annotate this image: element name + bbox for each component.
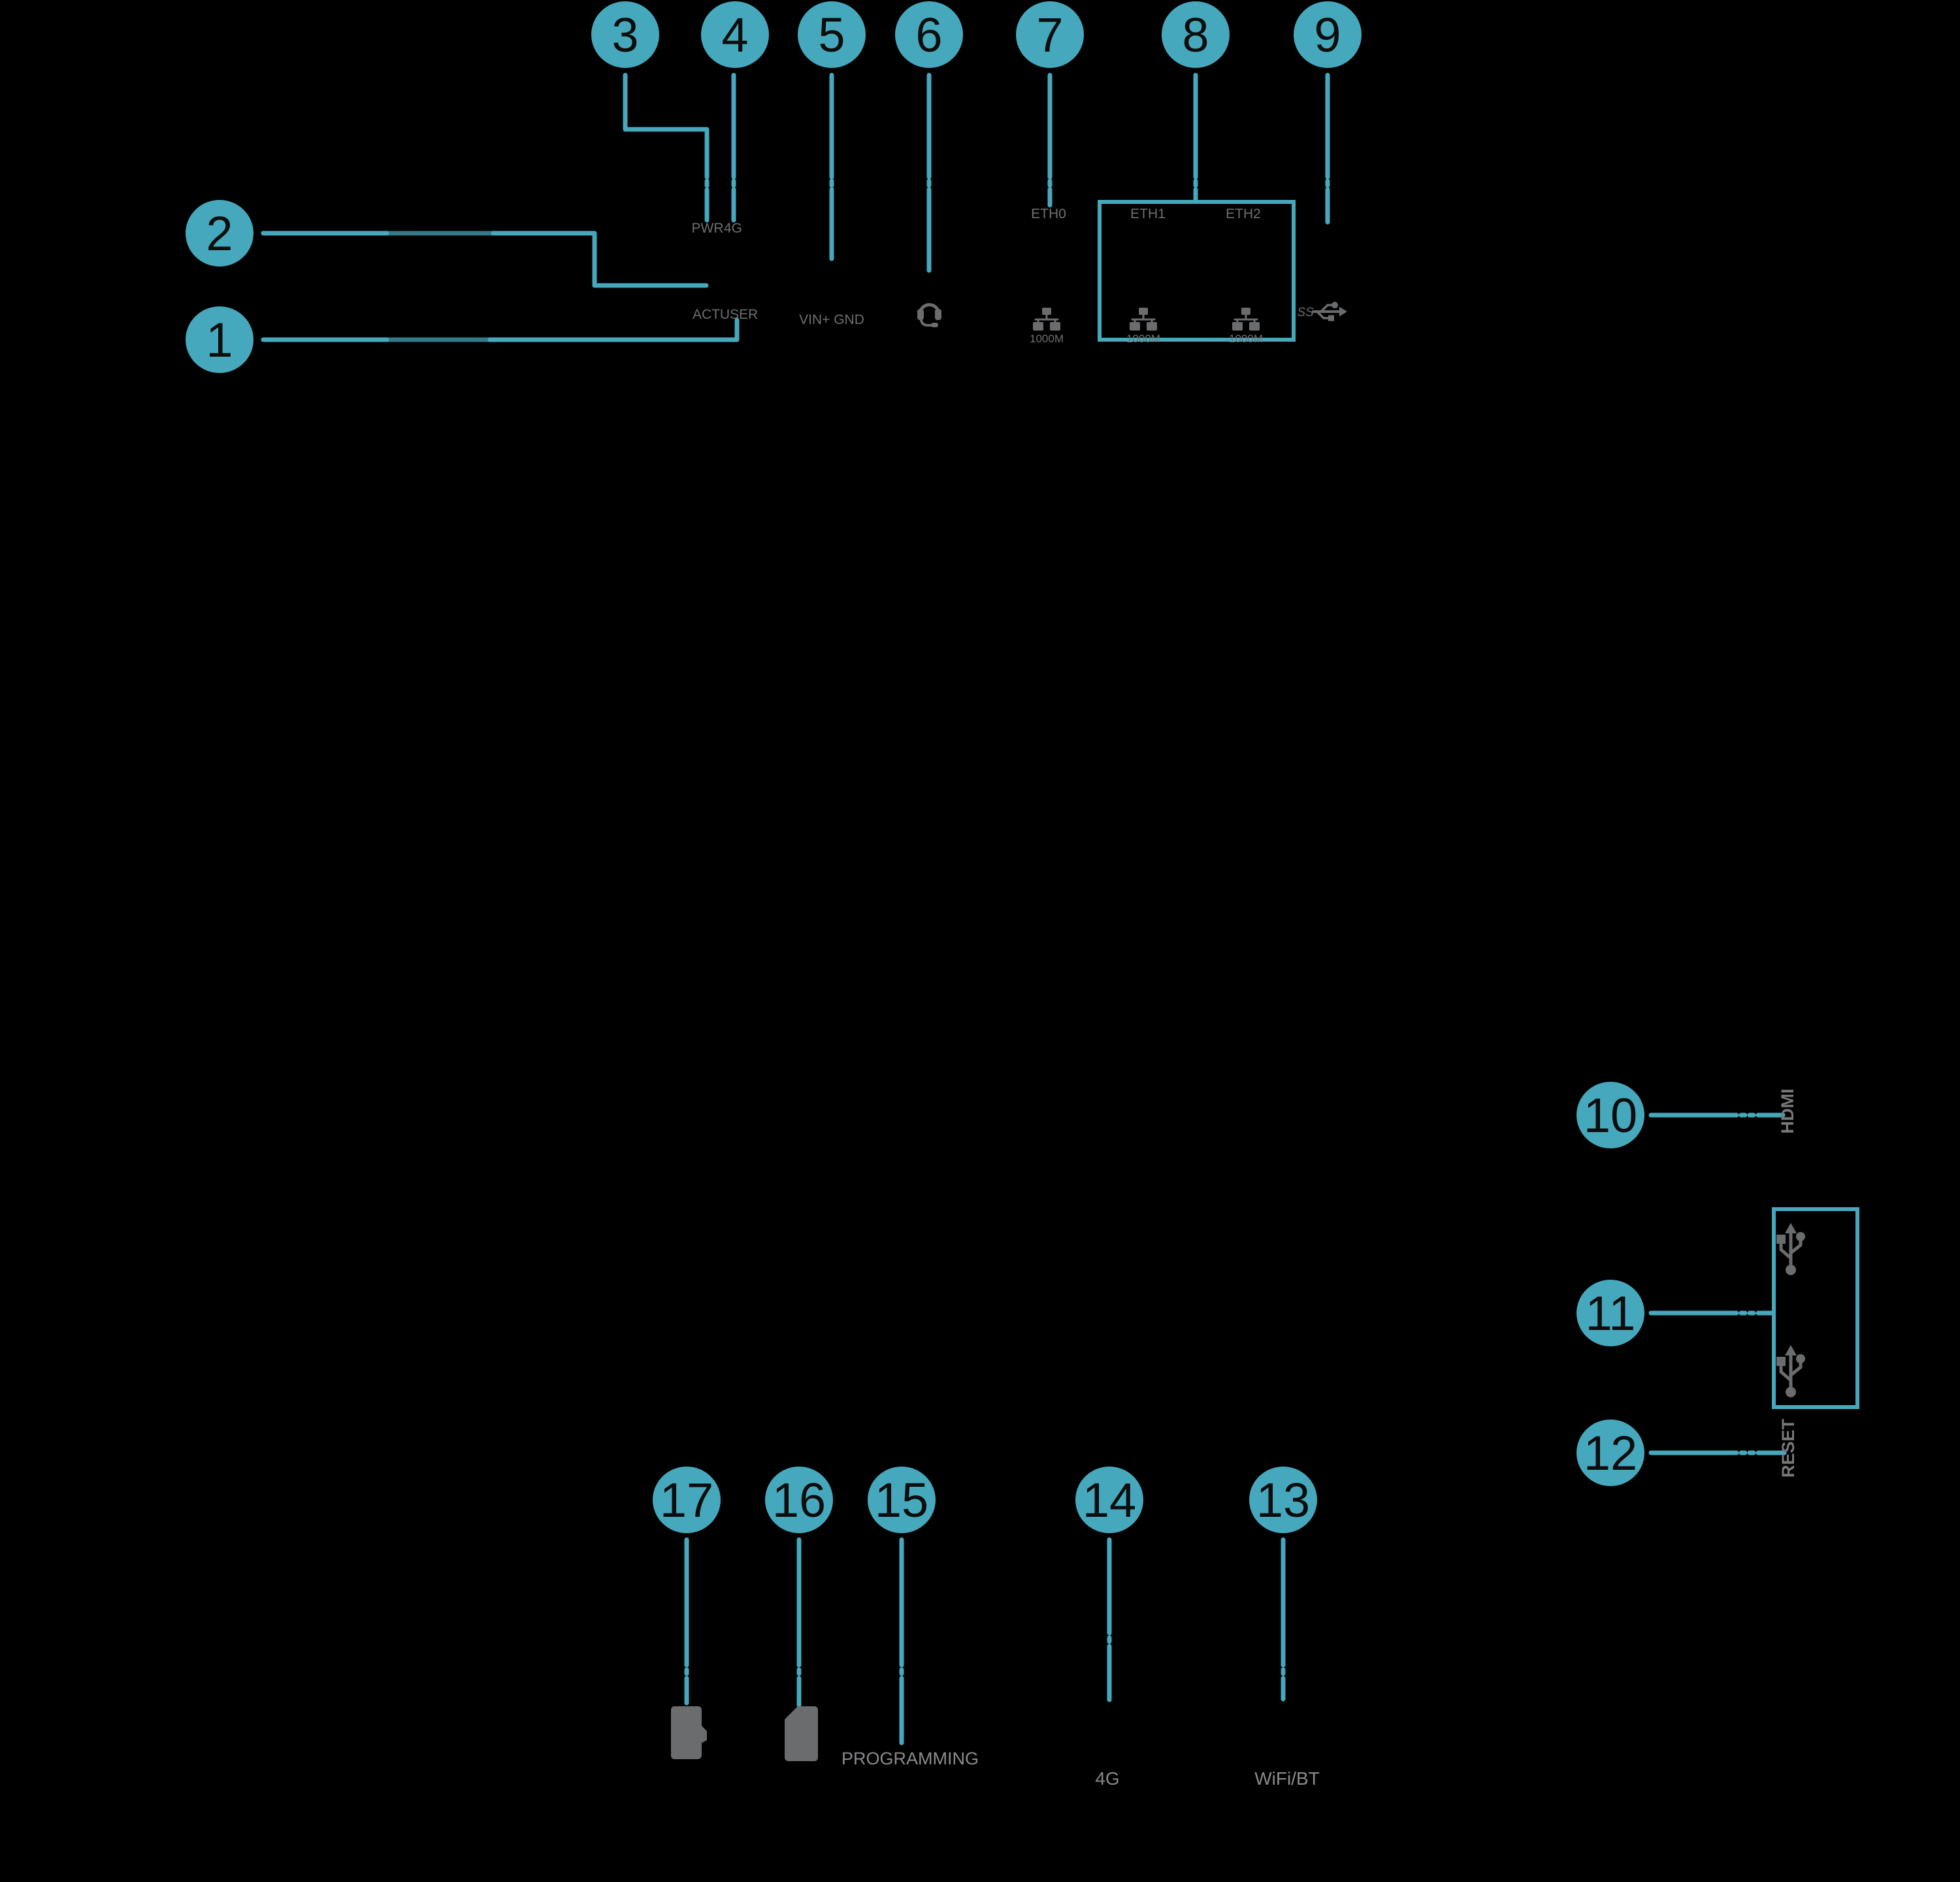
callout-number-6: 6	[915, 8, 942, 62]
callout-circle-eth0-port	[1016, 1, 1084, 68]
usb-square	[1776, 1235, 1786, 1244]
callout-number-5: 5	[818, 8, 845, 62]
callout-number-1: 1	[206, 313, 233, 367]
callout-number-12: 12	[1584, 1426, 1637, 1480]
label-reset: RESET	[1778, 1418, 1798, 1478]
label-act-led: ACT	[693, 307, 720, 322]
usb-base-dot	[1786, 1265, 1796, 1275]
usb3-branch-down	[1316, 310, 1330, 319]
label-user-led: USER	[720, 307, 758, 322]
callout-circle-wifi-bt-antenna	[1249, 1467, 1317, 1533]
eth-node-top	[1042, 308, 1051, 315]
eth-node-right	[1249, 322, 1260, 331]
usb-circle	[1796, 1354, 1805, 1363]
usb-trident-icon-bottom	[1776, 1345, 1805, 1397]
headset-boom	[920, 319, 934, 327]
usb3-square	[1328, 315, 1334, 321]
callout-number-4: 4	[721, 8, 748, 62]
usb-arrow	[1785, 1223, 1797, 1233]
callout-circle-sim-card-slot	[765, 1467, 833, 1533]
callout-circle-4g-antenna	[1075, 1467, 1143, 1533]
usb-ports-box	[1772, 1207, 1859, 1409]
callout-line-2	[491, 231, 709, 288]
callout-line-1	[487, 317, 740, 342]
callout-circle-eth1-eth2-ports	[1162, 1, 1230, 68]
eth-node-top	[1241, 308, 1250, 315]
callout-circle-microsd-slot	[653, 1467, 721, 1533]
usb3-circle	[1331, 302, 1338, 308]
callout-circle-pwr-led	[591, 1, 659, 68]
headset-mic	[931, 323, 938, 327]
usb-base-dot	[1786, 1387, 1796, 1397]
callout-number-2: 2	[206, 206, 233, 261]
label-programming: PROGRAMMING	[841, 1749, 979, 1768]
callout-number-3: 3	[612, 8, 638, 62]
label-4g-led: 4G	[724, 221, 742, 236]
callout-circle-usb-host-ports	[1576, 1280, 1644, 1346]
headset-icon	[917, 303, 941, 327]
eth-node-left	[1130, 322, 1140, 331]
callout-circle-act-user-leds	[186, 306, 253, 373]
label-4g-antenna: 4G	[1095, 1768, 1119, 1789]
callout-circle-usb3-port	[1294, 1, 1362, 68]
callout-number-7: 7	[1036, 8, 1063, 62]
label-speed-eth0: 1000M	[1030, 333, 1064, 345]
callout-circle-power-terminal	[798, 1, 866, 68]
usb-branch-left	[1779, 1242, 1793, 1260]
eth-node-right	[1147, 322, 1157, 331]
headset-cup-right	[935, 309, 941, 320]
usb-trident-icon-top	[1776, 1223, 1805, 1275]
ethernet-icon-eth1	[1130, 308, 1157, 331]
usb-circle	[1796, 1232, 1805, 1241]
usb-arrow	[1785, 1345, 1797, 1355]
headset-cup-left	[917, 309, 924, 320]
callout-number-9: 9	[1314, 8, 1341, 62]
eth-node-right	[1050, 322, 1060, 331]
usb3-ss-text: SS	[1297, 306, 1314, 319]
usb-square	[1776, 1357, 1786, 1366]
usb-branch-right	[1789, 1239, 1803, 1255]
microsd-card-icon	[671, 1706, 707, 1759]
callout-number-16: 16	[772, 1473, 826, 1527]
label-speed-eth1: 1000M	[1126, 333, 1160, 345]
sim-card-icon	[785, 1706, 818, 1761]
label-eth2: ETH2	[1226, 206, 1261, 221]
eth-group-box	[1098, 200, 1296, 342]
usb-branch-right	[1789, 1361, 1803, 1377]
callout-number-8: 8	[1182, 8, 1209, 62]
label-power-terminal: VIN+ GND	[799, 312, 864, 327]
callout-number-11: 11	[1586, 1286, 1636, 1340]
label-pwr-led: PWR	[692, 221, 724, 236]
eth-node-top	[1139, 308, 1148, 315]
label-speed-eth2: 1000M	[1229, 333, 1263, 345]
label-wifi-bt-antenna: WiFi/BT	[1254, 1768, 1320, 1789]
callout-line-3	[623, 73, 710, 180]
callout-number-13: 13	[1256, 1473, 1310, 1527]
callout-number-17: 17	[660, 1473, 713, 1527]
callout-circle-4g-led	[701, 1, 769, 68]
callout-number-14: 14	[1083, 1473, 1136, 1527]
usb3-superspeed-icon: SS	[1297, 302, 1347, 321]
callout-circle-programming-port	[868, 1467, 936, 1533]
callout-circle-headset-jack	[895, 1, 963, 68]
ethernet-icon-eth2	[1232, 308, 1260, 331]
usb3-branch-up	[1320, 304, 1333, 313]
ethernet-icon-eth0	[1033, 308, 1060, 331]
label-eth1: ETH1	[1130, 206, 1166, 221]
callout-number-15: 15	[875, 1473, 928, 1527]
callout-number-10: 10	[1584, 1088, 1637, 1143]
label-eth0: ETH0	[1031, 206, 1066, 221]
usb-branch-left	[1779, 1365, 1793, 1382]
callout-circle-hdmi-port	[1576, 1082, 1644, 1148]
callout-circle-reset-button	[1576, 1420, 1644, 1486]
eth-node-left	[1033, 322, 1043, 331]
callout-circle-status-led-row	[186, 200, 253, 267]
label-hdmi: HDMI	[1778, 1089, 1797, 1134]
eth-node-left	[1232, 322, 1243, 331]
usb3-arrow	[1339, 306, 1347, 317]
